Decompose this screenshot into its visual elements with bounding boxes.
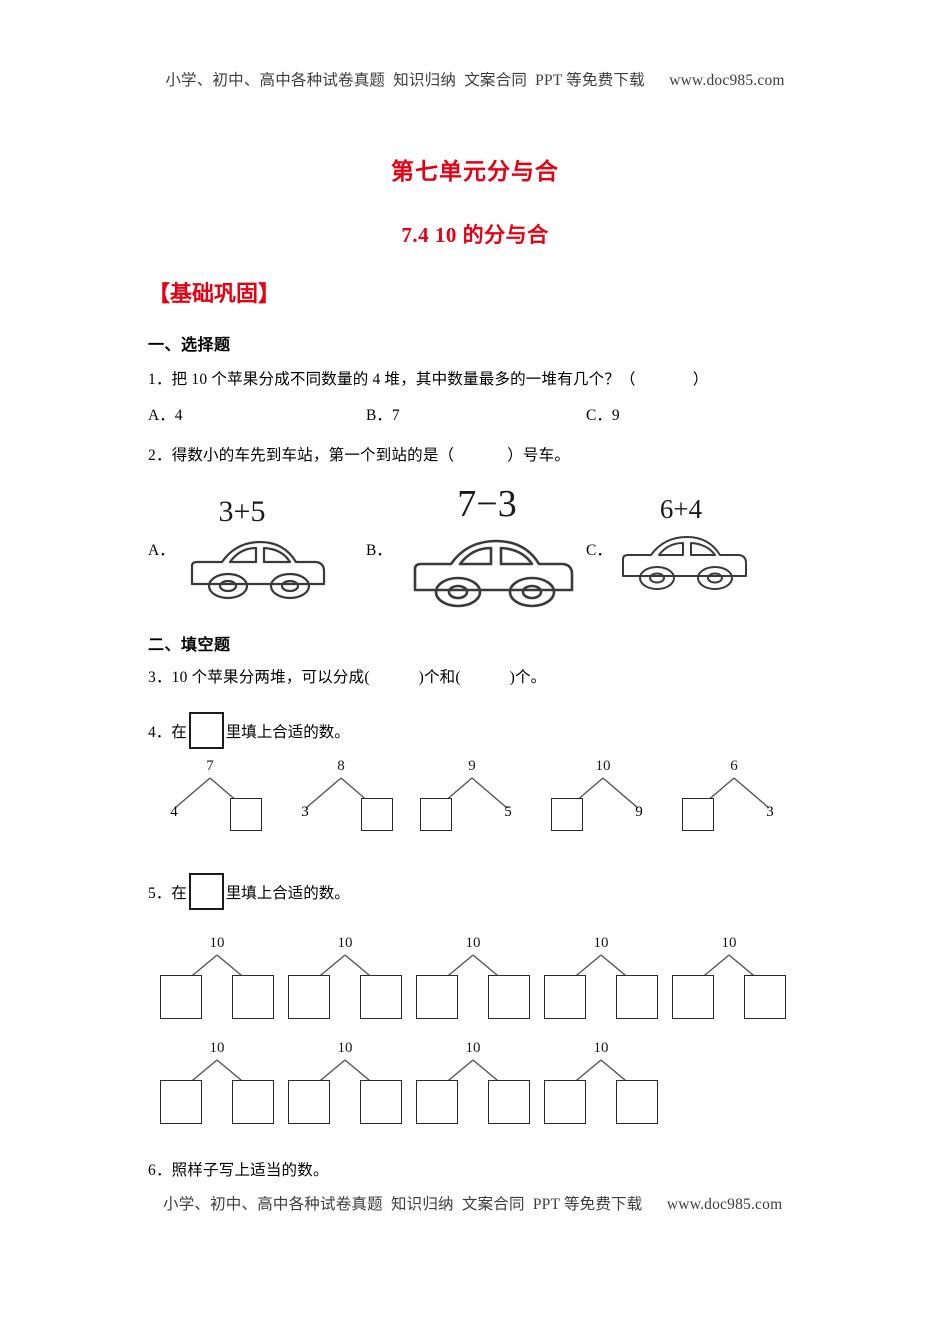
bond-left-box[interactable] [416, 1080, 458, 1124]
number-bond: 10 9 [548, 758, 658, 838]
car-icon-b [413, 539, 574, 608]
car-icon-c [622, 536, 747, 590]
option-c[interactable]: C．9 [586, 407, 620, 424]
bond-right-value: 5 [504, 804, 512, 820]
question-5-prompt-after: 里填上合适的数。 [225, 884, 350, 902]
bond-right-box[interactable] [488, 1080, 530, 1124]
bond-top-value: 10 [337, 935, 353, 951]
bond-top-value: 10 [465, 1040, 481, 1056]
number-bond: 10 [542, 935, 660, 1021]
question-4-prompt-after: 里填上合适的数。 [225, 723, 350, 741]
number-bond: 6 3 [679, 758, 789, 838]
number-bond: 10 [670, 935, 788, 1021]
bond-right-box[interactable] [744, 975, 786, 1019]
bond-left-box[interactable] [551, 798, 583, 831]
bond-left-box[interactable] [416, 975, 458, 1019]
page-title-unit: 第七单元分与合 [391, 159, 559, 184]
question-4-prompt-before: 4．在 [148, 723, 187, 741]
bond-left-box[interactable] [160, 1080, 202, 1124]
bond-left-box[interactable] [672, 975, 714, 1019]
section-heading-fill: 二、填空题 [148, 637, 231, 654]
car-option-b-label: B． [366, 542, 392, 559]
bond-right-box[interactable] [360, 975, 402, 1019]
question-2-car-options: A． 3+5 B． 7−3 [148, 483, 848, 608]
bond-right-box[interactable] [361, 798, 393, 831]
bond-left-box[interactable] [544, 975, 586, 1019]
question-5-bond-row-2: 10 10 10 10 [158, 1040, 798, 1140]
bond-left-box[interactable] [682, 798, 714, 831]
car-option-c-label: C． [586, 542, 612, 559]
bond-top-value: 10 [593, 1040, 609, 1056]
option-a[interactable]: A．4 [148, 407, 183, 424]
number-bond: 10 [286, 935, 404, 1021]
bond-top-value: 7 [206, 758, 214, 774]
bond-top-value: 10 [593, 935, 609, 951]
bond-top-value: 6 [730, 758, 738, 774]
bond-left-box[interactable] [420, 798, 452, 831]
bond-right-box[interactable] [232, 975, 274, 1019]
number-bond: 10 [286, 1040, 404, 1126]
bond-left-box[interactable] [160, 975, 202, 1019]
question-1-text: 1．把 10 个苹果分成不同数量的 4 堆，其中数量最多的一堆有几个？（ ） [148, 371, 709, 388]
bond-right-box[interactable] [360, 1080, 402, 1124]
number-bond: 10 [414, 1040, 532, 1126]
question-4-prompt: 4．在 里填上合适的数。 [148, 712, 350, 749]
bond-left-value: 4 [170, 804, 178, 820]
answer-box[interactable] [188, 712, 224, 749]
bond-top-value: 10 [465, 935, 481, 951]
question-2-text: 2．得数小的车先到车站，第一个到站的是（ ）号车。 [148, 447, 571, 464]
bond-right-box[interactable] [616, 975, 658, 1019]
bond-top-value: 10 [721, 935, 737, 951]
number-bond: 10 [158, 1040, 276, 1126]
number-bond: 9 5 [417, 758, 527, 838]
car-icon-a [190, 540, 326, 600]
watermark-top: 小学、初中、高中各种试卷真题 知识归纳 文案合同 PPT 等免费下载 www.d… [165, 72, 785, 89]
number-bond: 10 [414, 935, 532, 1021]
bond-left-box[interactable] [288, 975, 330, 1019]
bond-top-value: 8 [337, 758, 345, 774]
question-3-text: 3．10 个苹果分两堆，可以分成( )个和( )个。 [148, 669, 547, 686]
bond-right-box[interactable] [230, 798, 262, 831]
bond-left-value: 3 [301, 804, 309, 820]
option-b[interactable]: B．7 [366, 407, 400, 424]
car-option-a-expression: 3+5 [218, 495, 266, 528]
car-option-b-expression: 7−3 [457, 483, 517, 525]
number-bond: 8 3 [286, 758, 396, 838]
section-heading-choice: 一、选择题 [148, 337, 231, 354]
answer-box[interactable] [188, 873, 224, 910]
bond-left-box[interactable] [288, 1080, 330, 1124]
bond-top-value: 10 [209, 1040, 225, 1056]
car-option-a-label: A． [148, 542, 175, 559]
question-5-bond-row-1: 10 10 10 10 [158, 935, 798, 1035]
bond-left-box[interactable] [544, 1080, 586, 1124]
number-bond: 7 4 [155, 758, 265, 838]
watermark-bottom: 小学、初中、高中各种试卷真题 知识归纳 文案合同 PPT 等免费下载 www.d… [163, 1196, 783, 1213]
question-6-text: 6．照样子写上适当的数。 [148, 1162, 329, 1179]
car-option-c-expression: 6+4 [659, 494, 703, 524]
bond-right-value: 9 [635, 804, 643, 820]
bond-top-value: 9 [468, 758, 476, 774]
bond-right-value: 3 [766, 804, 774, 820]
question-5-prompt-before: 5．在 [148, 884, 187, 902]
bond-top-value: 10 [209, 935, 225, 951]
section-basic-heading: 【基础巩固】 [148, 281, 281, 306]
page-title-lesson: 7.4 10 的分与合 [401, 223, 549, 247]
bond-top-value: 10 [595, 758, 611, 774]
question-5-prompt: 5．在 里填上合适的数。 [148, 873, 350, 910]
bond-right-box[interactable] [488, 975, 530, 1019]
number-bond: 10 [542, 1040, 660, 1126]
bond-right-box[interactable] [232, 1080, 274, 1124]
bond-top-value: 10 [337, 1040, 353, 1056]
number-bond: 10 [158, 935, 276, 1021]
question-4-bond-row: 7 4 8 3 9 5 10 [155, 758, 795, 853]
bond-right-box[interactable] [616, 1080, 658, 1124]
